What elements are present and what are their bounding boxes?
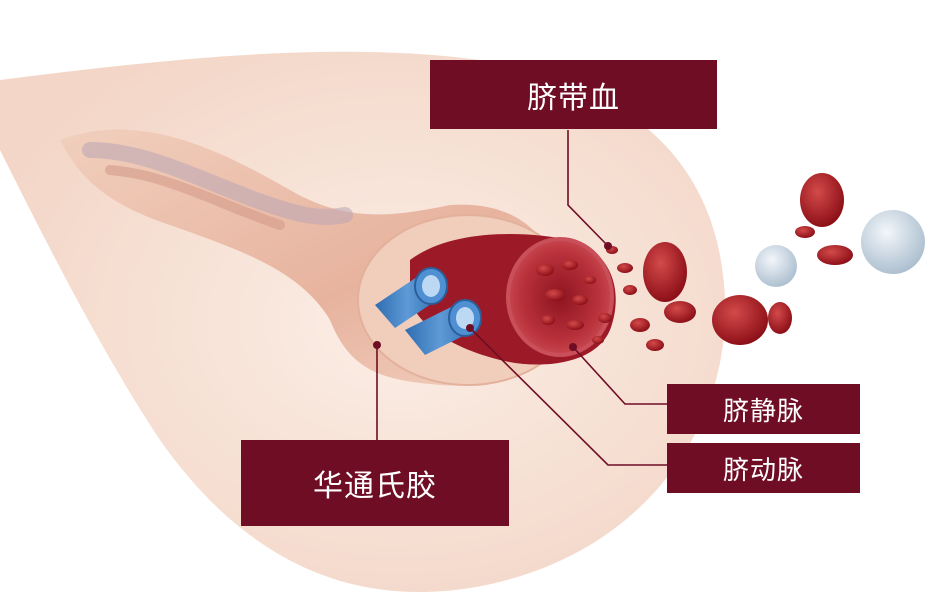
leader-dot-vein	[569, 343, 577, 351]
leader-dot-cord-blood	[604, 242, 612, 250]
leader-line-vein	[572, 346, 667, 405]
label-umbilical-artery-text: 脐动脉	[722, 455, 804, 486]
white-blood-cell-small	[755, 245, 797, 287]
leader-dot-jelly	[373, 341, 381, 349]
vein-red-cells	[536, 260, 596, 330]
cord-inner-twist-2	[105, 165, 285, 230]
label-cord-blood: 脐带血	[430, 60, 717, 129]
cord-inner-twist	[82, 142, 353, 225]
label-whartons-jelly: 华通氏胶	[241, 440, 509, 526]
white-blood-cell-large	[861, 210, 925, 274]
leader-dot-artery	[466, 324, 474, 332]
label-umbilical-vein-text: 脐静脉	[722, 396, 804, 427]
label-umbilical-vein: 脐静脉	[667, 384, 860, 434]
leader-line-artery	[469, 327, 667, 466]
leader-line-cord-blood	[567, 130, 609, 247]
label-whartons-jelly-text: 华通氏胶	[313, 469, 437, 504]
label-cord-blood-text: 脐带血	[527, 80, 620, 116]
artery-tube-1	[375, 267, 448, 328]
floating-red-cells	[592, 173, 853, 351]
label-umbilical-artery: 脐动脉	[667, 443, 860, 493]
